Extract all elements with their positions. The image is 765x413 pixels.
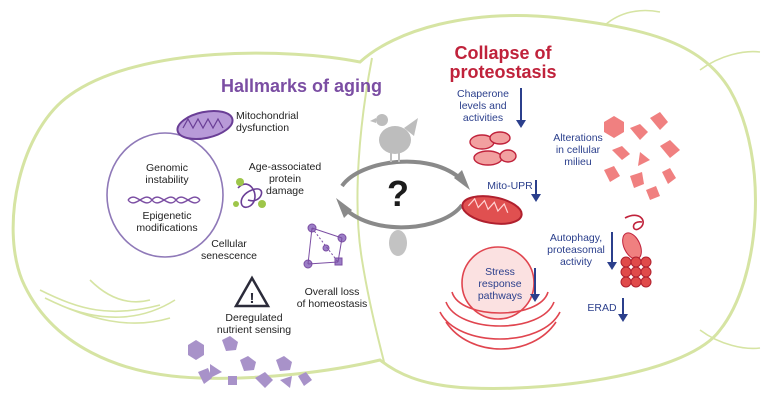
milieu-particles bbox=[604, 112, 680, 200]
cell-divider bbox=[356, 57, 385, 363]
protein-damage-label: Age-associated protein damage bbox=[248, 161, 322, 197]
chaperone-icon bbox=[469, 131, 517, 166]
erad-label: ERAD bbox=[587, 302, 617, 314]
filament bbox=[39, 279, 176, 324]
svg-text:!: ! bbox=[250, 290, 255, 307]
stress-response-label: Stress response pathways bbox=[477, 266, 523, 302]
proteasome-icon bbox=[620, 214, 652, 288]
homeostasis-network-icon bbox=[303, 223, 347, 269]
warning-triangle-icon: ! bbox=[233, 275, 271, 308]
cell-outline bbox=[11, 14, 757, 390]
cycle-arrowhead-left bbox=[336, 198, 352, 218]
proteostasis-title: Collapse of proteostasis bbox=[449, 43, 557, 82]
mito-upr-label: Mito-UPR bbox=[487, 180, 533, 192]
mitochondrion-red bbox=[461, 195, 523, 225]
cellular-senescence-label: Cellular senescence bbox=[200, 238, 258, 262]
chicken-icon bbox=[370, 114, 418, 162]
autophagy-label: Autophagy, proteasomal activity bbox=[547, 232, 605, 268]
dna-helix-icon bbox=[127, 196, 201, 204]
cycle-arrows bbox=[340, 159, 464, 230]
nucleus bbox=[106, 132, 224, 258]
cycle-arrowhead-right bbox=[454, 170, 470, 190]
filament bbox=[604, 9, 761, 350]
homeostasis-label: Overall loss of homeostasis bbox=[296, 286, 368, 310]
genomic-instability-label: Genomic instability bbox=[145, 162, 189, 186]
epigenetic-modifications-label: Epigenetic modifications bbox=[136, 210, 198, 234]
endoplasmic-reticulum bbox=[439, 246, 561, 350]
decrease-arrows bbox=[516, 88, 628, 322]
egg-icon bbox=[389, 230, 407, 256]
purple-particles bbox=[188, 336, 312, 388]
damaged-protein-icon bbox=[233, 178, 266, 209]
chaperone-label: Chaperone levels and activities bbox=[457, 88, 509, 124]
cellular-milieu-label: Alterations in cellular milieu bbox=[553, 132, 603, 168]
question-mark: ? bbox=[387, 173, 409, 214]
mitochondrial-dysfunction-label: Mitochondrial dysfunction bbox=[236, 110, 299, 134]
hallmarks-title: Hallmarks of aging bbox=[221, 76, 383, 96]
nutrient-sensing-label: Deregulated nutrient sensing bbox=[216, 312, 292, 336]
